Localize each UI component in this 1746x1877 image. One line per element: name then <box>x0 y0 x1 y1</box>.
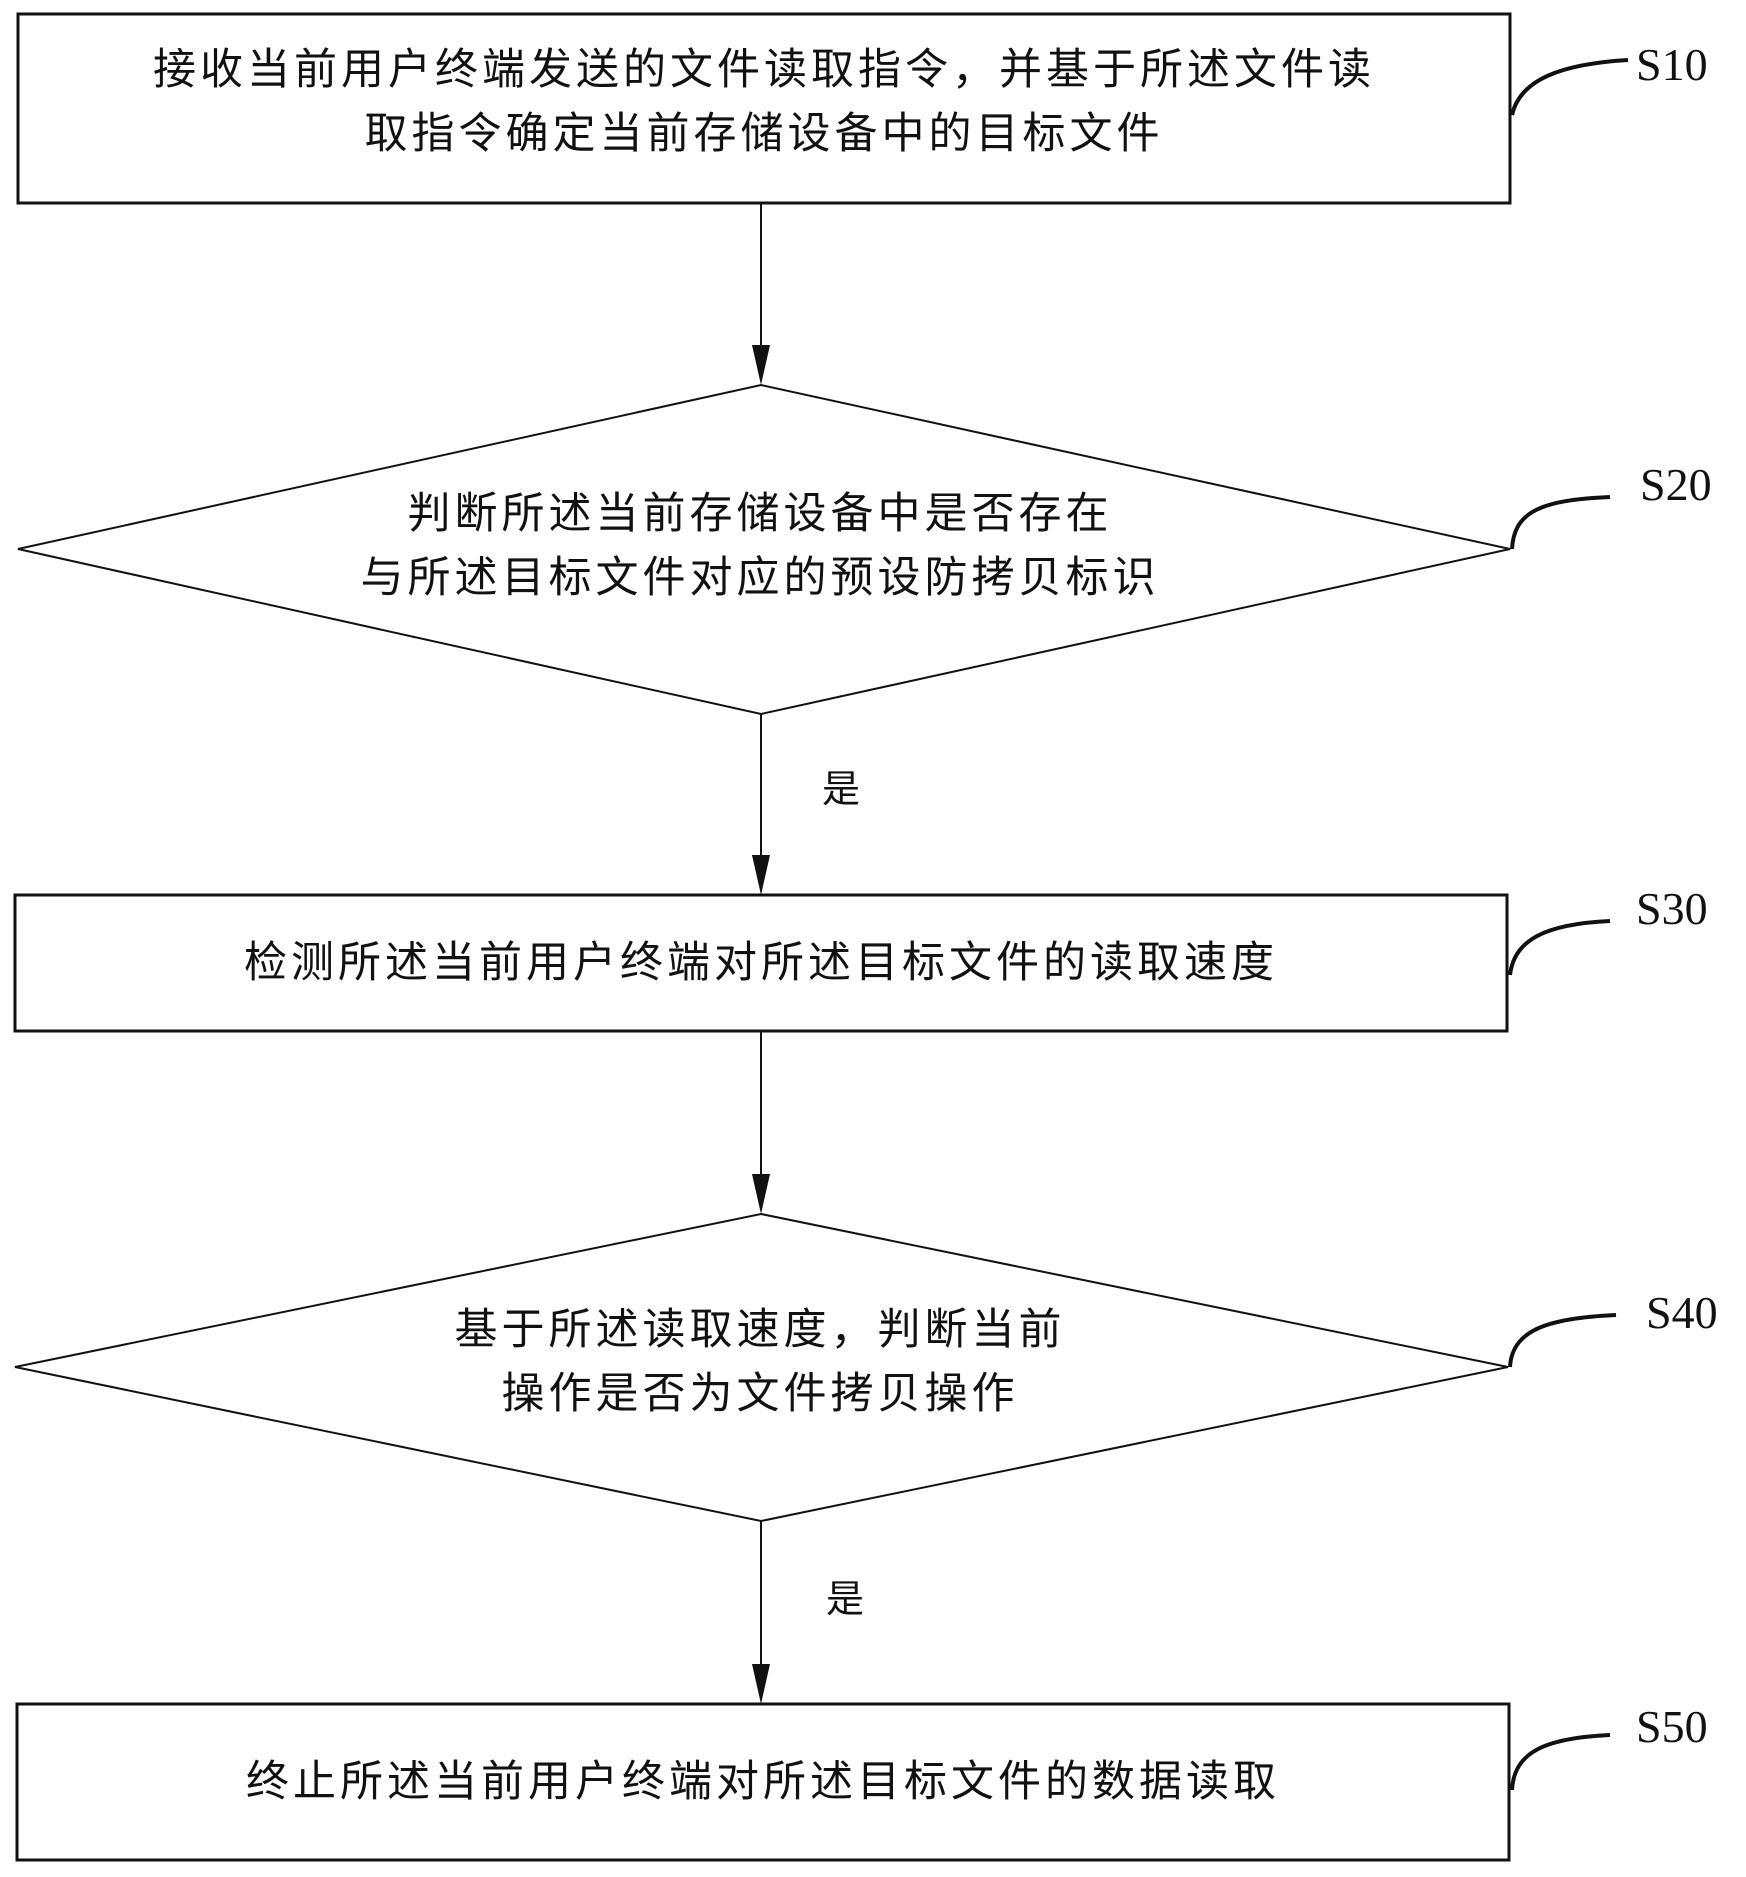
text-line: 操作是否为文件拷贝操作 <box>501 1369 1019 1419</box>
text-line: 终止所述当前用户终端对所述目标文件的数据读取 <box>246 1757 1280 1807</box>
process-box-s50 <box>15 1702 1511 1862</box>
step-label-s30: S30 <box>1636 883 1708 934</box>
step-label-s20: S20 <box>1640 459 1712 510</box>
arrowhead-icon <box>752 1664 770 1704</box>
text-line: 接收当前用户终端发送的文件读取指令，并基于所述文件读 <box>153 45 1375 95</box>
text-line: 取指令确定当前存储设备中的目标文件 <box>364 109 1164 159</box>
leader-line-s50 <box>1510 1733 1611 1791</box>
step-label-s10: S10 <box>1636 39 1708 90</box>
leader-line-s40 <box>1508 1313 1617 1368</box>
text-line: 与所述目标文件对应的预设防拷贝标识 <box>360 553 1160 603</box>
process-box-s10 <box>16 12 1512 205</box>
step-label-s50: S50 <box>1636 1701 1708 1752</box>
process-text-s30: 检测所述当前用户终端对所述目标文件的读取速度 <box>15 931 1507 995</box>
leader-line-s20 <box>1510 495 1611 550</box>
step-label-s40: S40 <box>1646 1287 1718 1338</box>
edge-label-yes: 是 <box>822 767 861 811</box>
leader-line-s10 <box>1510 58 1629 116</box>
process-text-s10: 接收当前用户终端发送的文件读取指令，并基于所述文件读 取指令确定当前存储设备中的… <box>18 38 1510 166</box>
process-text-s50: 终止所述当前用户终端对所述目标文件的数据读取 <box>17 1750 1509 1814</box>
text-line: 检测所述当前用户终端对所述目标文件的读取速度 <box>244 938 1278 988</box>
arrowhead-icon <box>752 345 770 385</box>
text-line: 判断所述当前存储设备中是否存在 <box>407 489 1113 539</box>
arrowhead-icon <box>752 855 770 895</box>
arrowhead-icon <box>752 1174 770 1214</box>
text-line: 基于所述读取速度，判断当前 <box>454 1305 1066 1355</box>
decision-text-s40: 基于所述读取速度，判断当前 操作是否为文件拷贝操作 <box>320 1298 1200 1426</box>
leader-line-s30 <box>1508 919 1611 976</box>
edge-label-yes: 是 <box>826 1577 865 1621</box>
decision-text-s20: 判断所述当前存储设备中是否存在 与所述目标文件对应的预设防拷贝标识 <box>260 482 1260 610</box>
